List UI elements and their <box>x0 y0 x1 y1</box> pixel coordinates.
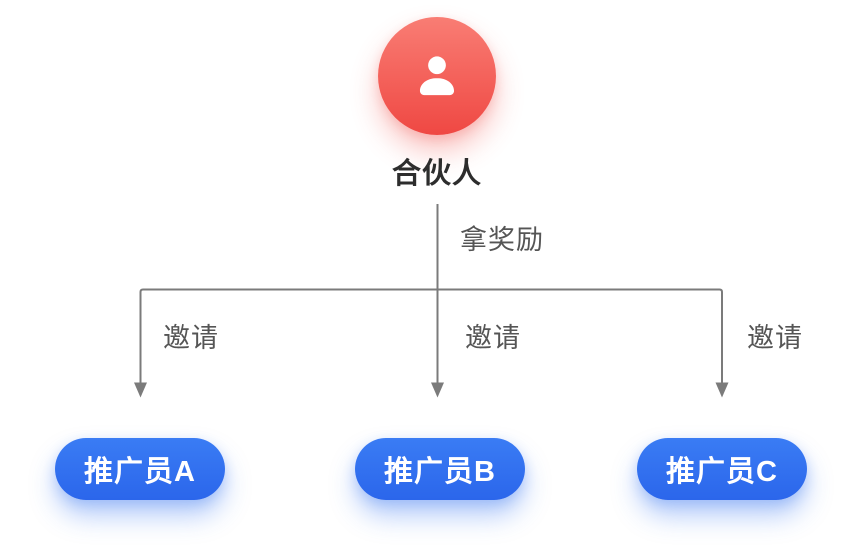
invite-edge-label-b: 邀请 <box>465 323 521 353</box>
left-connector-line <box>139 288 438 384</box>
right-connector-line <box>437 288 723 384</box>
promoter-node-c: 推广员C <box>637 438 807 500</box>
partner-label: 合伙人 <box>391 158 482 190</box>
left-arrowhead-icon <box>134 382 147 398</box>
middle-arrowhead-icon <box>431 382 444 398</box>
promoter-label-a: 推广员A <box>84 456 196 488</box>
promoter-node-b: 推广员B <box>355 438 525 500</box>
right-arrowhead-icon <box>715 382 729 398</box>
partner-avatar <box>378 17 496 135</box>
reward-edge-label: 拿奖励 <box>460 225 544 255</box>
invite-edge-label-a: 邀请 <box>163 323 219 353</box>
promoter-label-b: 推广员B <box>384 456 496 488</box>
promoter-node-a: 推广员A <box>55 438 225 500</box>
person-icon <box>419 56 455 96</box>
promoter-label-c: 推广员C <box>666 456 778 488</box>
invite-edge-label-c: 邀请 <box>747 323 803 353</box>
